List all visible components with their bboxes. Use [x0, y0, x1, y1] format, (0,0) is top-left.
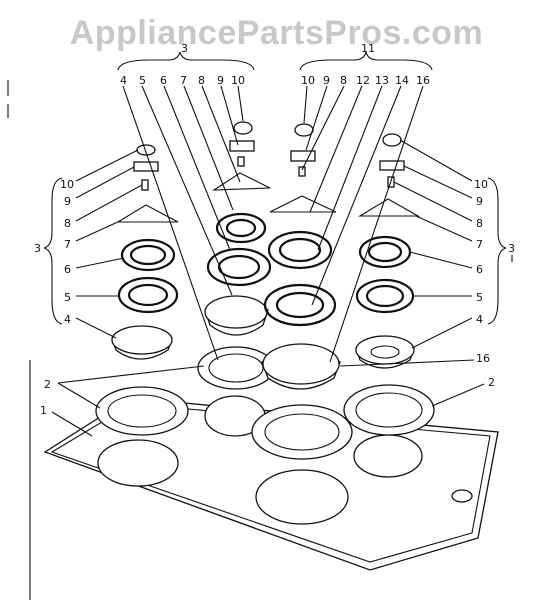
drip-bowls [111, 295, 415, 390]
label-tl-6: 6 [160, 74, 167, 87]
label-tl-8: 8 [198, 74, 205, 87]
label-tr-9: 9 [323, 74, 330, 87]
label-tr-13: 13 [375, 74, 389, 87]
label-r-16: 16 [476, 352, 490, 365]
label-tl-7: 7 [180, 74, 187, 87]
label-r-6: 6 [476, 263, 483, 276]
label-l-2: 2 [44, 378, 51, 391]
label-l-8: 8 [64, 217, 71, 230]
label-r-8: 8 [476, 217, 483, 230]
label-r-3: 3 [508, 242, 515, 255]
label-l-10: 10 [60, 178, 74, 191]
label-tr-12: 12 [356, 74, 370, 87]
callout-labels: 3 11 4 5 6 7 8 9 10 10 9 8 12 13 14 16 1… [34, 42, 515, 417]
label-tr-8: 8 [340, 74, 347, 87]
support-brackets [116, 172, 421, 223]
label-tl-4: 4 [120, 74, 127, 87]
label-l-9: 9 [64, 195, 71, 208]
label-tl-9: 9 [217, 74, 224, 87]
label-r-10: 10 [474, 178, 488, 191]
watermark: AppliancePartsPros.com [69, 14, 484, 52]
trim-rings [95, 346, 435, 460]
label-r-5: 5 [476, 291, 483, 304]
leader-lines [51, 85, 485, 437]
label-l-5: 5 [64, 291, 71, 304]
label-tr-16: 16 [416, 74, 430, 87]
label-l-1: 1 [40, 404, 47, 417]
label-top-left-group: 3 [181, 42, 188, 55]
coil-elements [117, 212, 415, 327]
label-l-6: 6 [64, 263, 71, 276]
label-tr-14: 14 [395, 74, 409, 87]
label-tl-10: 10 [231, 74, 245, 87]
label-l-7: 7 [64, 238, 71, 251]
label-top-right-group: 11 [361, 42, 375, 55]
label-r-4: 4 [476, 313, 483, 326]
label-r-7: 7 [476, 238, 483, 251]
label-r-9: 9 [476, 195, 483, 208]
label-l-3: 3 [34, 242, 41, 255]
binder-marks [7, 80, 513, 600]
label-tr-10: 10 [301, 74, 315, 87]
label-r-2: 2 [488, 376, 495, 389]
label-tl-5: 5 [139, 74, 146, 87]
label-l-4: 4 [64, 313, 71, 326]
cooktop-panel [43, 395, 499, 571]
group-braces [43, 51, 507, 325]
